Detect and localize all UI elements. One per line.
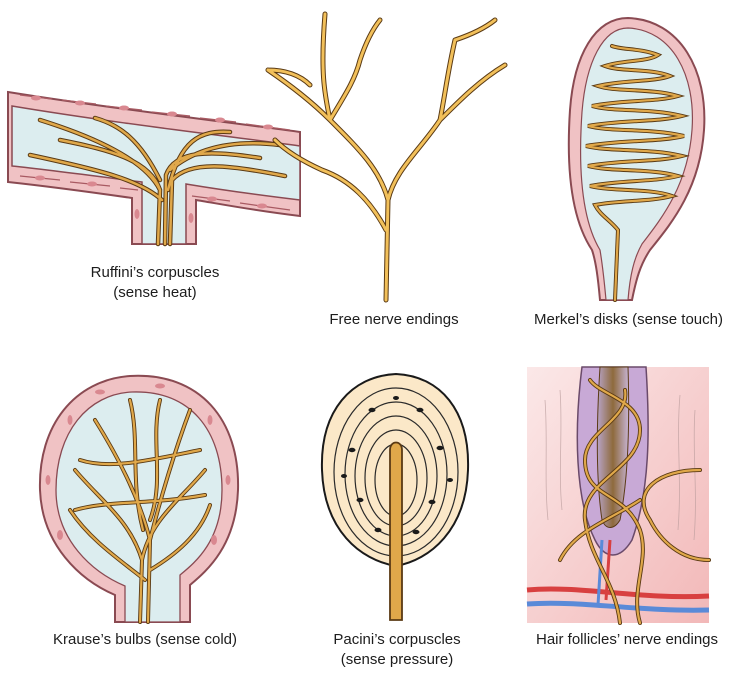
caption-pacini-line1: Pacini’s corpuscles	[312, 630, 482, 650]
caption-hair-follicle: Hair follicles’ nerve endings	[512, 630, 742, 650]
caption-hair-line1: Hair follicles’ nerve endings	[512, 630, 742, 650]
ruffini-corpuscle-illustration	[8, 92, 300, 244]
caption-krause: Krause’s bulbs (sense cold)	[30, 630, 260, 650]
caption-free-nerve-endings: Free nerve endings	[314, 310, 474, 330]
caption-free-line1: Free nerve endings	[314, 310, 474, 330]
caption-merkel-line1: Merkel’s disks (sense touch)	[515, 310, 742, 330]
caption-pacini-line2: (sense pressure)	[312, 650, 482, 670]
caption-pacini: Pacini’s corpuscles (sense pressure)	[312, 630, 482, 670]
caption-ruffini-line1: Ruffini’s corpuscles	[70, 263, 240, 283]
caption-ruffini-line2: (sense heat)	[70, 283, 240, 303]
free-nerve-endings-illustration	[268, 14, 505, 300]
caption-krause-line1: Krause’s bulbs (sense cold)	[30, 630, 260, 650]
hair-follicle-illustration	[527, 367, 709, 623]
caption-ruffini: Ruffini’s corpuscles (sense heat)	[70, 263, 240, 303]
merkel-disk-illustration	[569, 18, 705, 300]
pacini-corpuscle-illustration	[322, 374, 468, 620]
krause-bulb-illustration	[40, 376, 238, 622]
caption-merkel: Merkel’s disks (sense touch)	[515, 310, 742, 330]
